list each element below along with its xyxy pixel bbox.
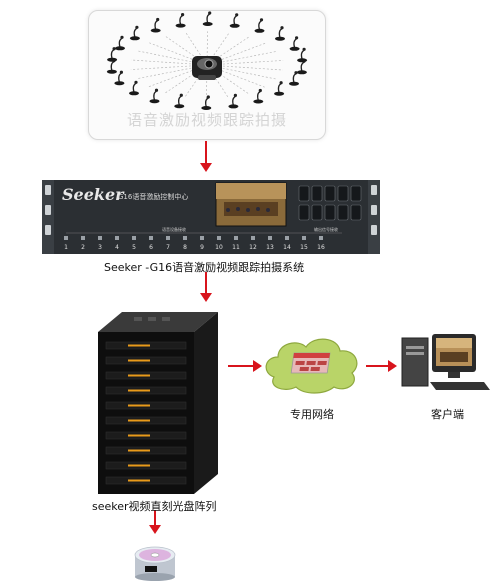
port-jack xyxy=(217,236,221,240)
keypad-button xyxy=(337,185,349,202)
tower-slot-led xyxy=(128,434,150,437)
controller-video-screen xyxy=(215,182,287,227)
firewall-icon xyxy=(290,352,331,374)
port-jack xyxy=(149,236,153,240)
port-jack xyxy=(81,236,85,240)
port-jack xyxy=(268,236,272,240)
port-jack xyxy=(166,236,170,240)
tower-slot-led xyxy=(128,374,150,377)
tower-slot-led xyxy=(128,449,150,452)
port-jack xyxy=(115,236,119,240)
disc-spindle-icon xyxy=(134,546,176,581)
tower-slot-led xyxy=(128,344,150,347)
port-number: 9 xyxy=(200,244,204,251)
keypad-button xyxy=(311,204,323,221)
controller-brand-logo: Seeker xyxy=(62,185,125,204)
port-number: 13 xyxy=(266,244,274,251)
port-jack xyxy=(251,236,255,240)
port-jack xyxy=(98,236,102,240)
port-number: 5 xyxy=(132,244,136,251)
port-number: 16 xyxy=(317,244,325,251)
controller-caption: Seeker -G16语音激励视频跟踪拍摄系统 xyxy=(104,261,305,274)
port-jack xyxy=(285,236,289,240)
arrow-head-down-2 xyxy=(200,293,212,302)
port-number: 6 xyxy=(149,244,153,251)
arrow-head-right-2 xyxy=(388,360,397,372)
port-number: 8 xyxy=(183,244,187,251)
tower-slot-led xyxy=(128,464,150,467)
port-jack xyxy=(64,236,68,240)
left-group-label: 语音设备接收 xyxy=(162,226,186,232)
port-number: 4 xyxy=(115,244,119,251)
arrow-head-down-1 xyxy=(200,163,212,172)
mic-camera-panel: 语音激励视频跟踪拍摄 xyxy=(88,10,326,140)
port-jack xyxy=(319,236,323,240)
tower-slot-led xyxy=(128,389,150,392)
port-number: 7 xyxy=(166,244,170,251)
port-number: 15 xyxy=(300,244,308,251)
tower-slot-led xyxy=(128,419,150,422)
keypad-button xyxy=(337,204,349,221)
port-jack xyxy=(200,236,204,240)
microphone-array-illustration xyxy=(106,11,308,111)
network-caption: 专用网络 xyxy=(290,408,334,421)
port-number: 3 xyxy=(98,244,102,251)
client-computer-icon xyxy=(401,334,490,390)
port-jack xyxy=(183,236,187,240)
right-group-label: 输出信号接收 xyxy=(314,226,338,232)
controller-keypad xyxy=(298,185,362,221)
disc-array-tower xyxy=(98,312,218,494)
network-cloud-icon xyxy=(265,338,358,394)
arrow-head-down-3 xyxy=(149,525,161,534)
tower-slot-led xyxy=(128,359,150,362)
keypad-button xyxy=(350,204,362,221)
arrow-head-right-1 xyxy=(253,360,262,372)
keypad-button xyxy=(324,204,336,221)
controller-model-text: G16语音激励控制中心 xyxy=(118,192,188,201)
client-caption: 客户端 xyxy=(431,408,464,421)
ptz-camera-icon xyxy=(192,56,222,80)
tower-slot-led xyxy=(128,404,150,407)
port-number: 12 xyxy=(249,244,257,251)
keypad-button xyxy=(311,185,323,202)
keypad-button xyxy=(298,185,310,202)
disc-array-caption: seeker视频直刻光盘阵列 xyxy=(92,500,217,513)
port-number: 2 xyxy=(81,244,85,251)
keypad-button xyxy=(324,185,336,202)
keypad-button xyxy=(350,185,362,202)
port-number: 11 xyxy=(232,244,240,251)
port-number: 14 xyxy=(283,244,291,251)
port-jack xyxy=(234,236,238,240)
port-number: 1 xyxy=(64,244,68,251)
keypad-button xyxy=(298,204,310,221)
port-jack xyxy=(132,236,136,240)
port-number: 10 xyxy=(215,244,223,251)
port-jack xyxy=(302,236,306,240)
tower-slot-led xyxy=(128,479,150,482)
mic-panel-caption: 语音激励视频跟踪拍摄 xyxy=(126,111,287,129)
